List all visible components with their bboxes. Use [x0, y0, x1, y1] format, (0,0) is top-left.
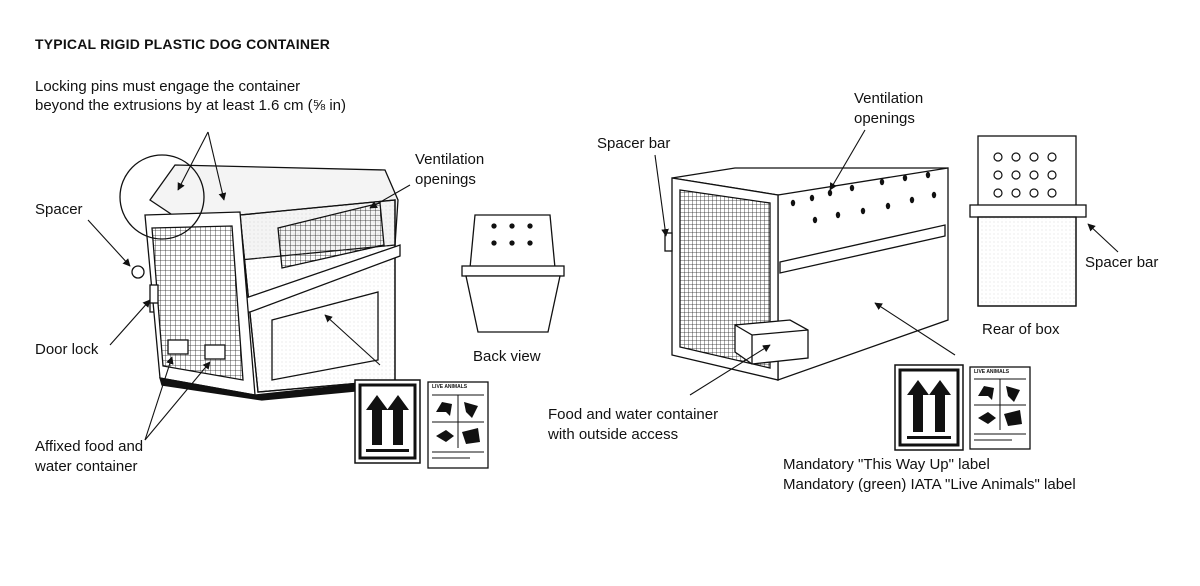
rear-of-box-label: Rear of box [982, 321, 1060, 338]
diagram-title: TYPICAL RIGID PLASTIC DOG CONTAINER [35, 36, 331, 52]
spacer-bar-label-left: Spacer bar [597, 135, 671, 152]
live-animals-caption: Mandatory (green) IATA "Live Animals" la… [783, 476, 1076, 493]
plastic-kennel [119, 154, 401, 401]
left-leader-lines [87, 131, 411, 441]
ventilation-label-right-line1: Ventilation [854, 90, 924, 107]
spacer-label: Spacer [35, 201, 83, 218]
food-water-label-line1: Food and water container [548, 406, 719, 423]
ventilation-label-left-line2: openings [415, 171, 476, 188]
locking-pins-text-line1: Locking pins must engage the container [35, 78, 301, 95]
back-view-label: Back view [473, 348, 541, 365]
door-lock-label: Door lock [35, 341, 99, 358]
wooden-crate [664, 167, 949, 381]
live-animals-tag-left: LIVE ANIMALS [432, 384, 468, 390]
locking-pins-text-line2: beyond the extrusions by at least 1.6 cm… [35, 97, 346, 114]
ventilation-label-left-line1: Ventilation [415, 151, 485, 168]
affixed-food-label-line2: water container [35, 458, 138, 475]
spacer-bar-label-right: Spacer bar [1085, 254, 1159, 271]
live-animals-label-right [969, 366, 1031, 450]
food-water-label-line2: with outside access [548, 426, 679, 443]
rear-of-box-drawing [969, 135, 1087, 307]
live-animals-label-left [427, 381, 489, 469]
back-view-drawing [461, 214, 565, 333]
this-way-up-label-right [894, 364, 964, 451]
affixed-food-label-line1: Affixed food and [35, 438, 144, 455]
right-leader-lines [654, 129, 1119, 396]
this-way-up-label-left [354, 379, 421, 464]
live-animals-tag-right: LIVE ANIMALS [974, 369, 1010, 375]
ventilation-label-right-line2: openings [854, 110, 915, 127]
rear-holes [993, 152, 1057, 198]
crate-vent-holes [790, 171, 937, 224]
this-way-up-caption: Mandatory "This Way Up" label [783, 456, 990, 473]
